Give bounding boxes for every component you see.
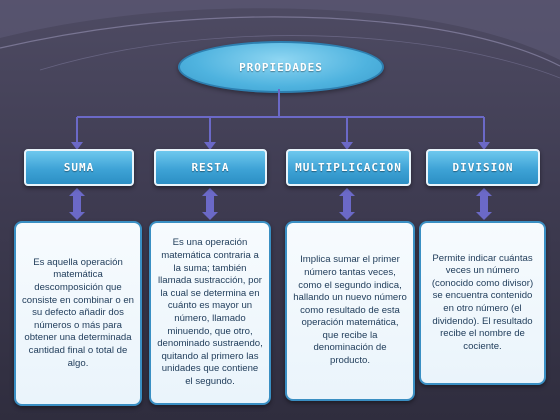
category-suma: SUMA [24,149,134,186]
description-suma: Es aquella operación matemática descompo… [14,221,142,406]
description-text: Es aquella operación matemática descompo… [22,256,134,369]
category-multiplicacion: MULTIPLICACION [286,149,411,186]
description-division: Permite indicar cuántas veces un número … [419,221,546,385]
description-resta: Es una operación matemática contraria a … [149,221,271,405]
title-propiedades: PROPIEDADES [178,41,384,93]
description-text: Permite indicar cuántas veces un número … [431,252,534,352]
category-division: DIVISION [426,149,540,186]
description-text: Es una operación matemática contraria a … [157,237,263,387]
description-text: Implica sumar el primer número tantas ve… [293,254,407,367]
category-resta: RESTA [154,149,267,186]
description-multiplicacion: Implica sumar el primer número tantas ve… [285,221,415,401]
